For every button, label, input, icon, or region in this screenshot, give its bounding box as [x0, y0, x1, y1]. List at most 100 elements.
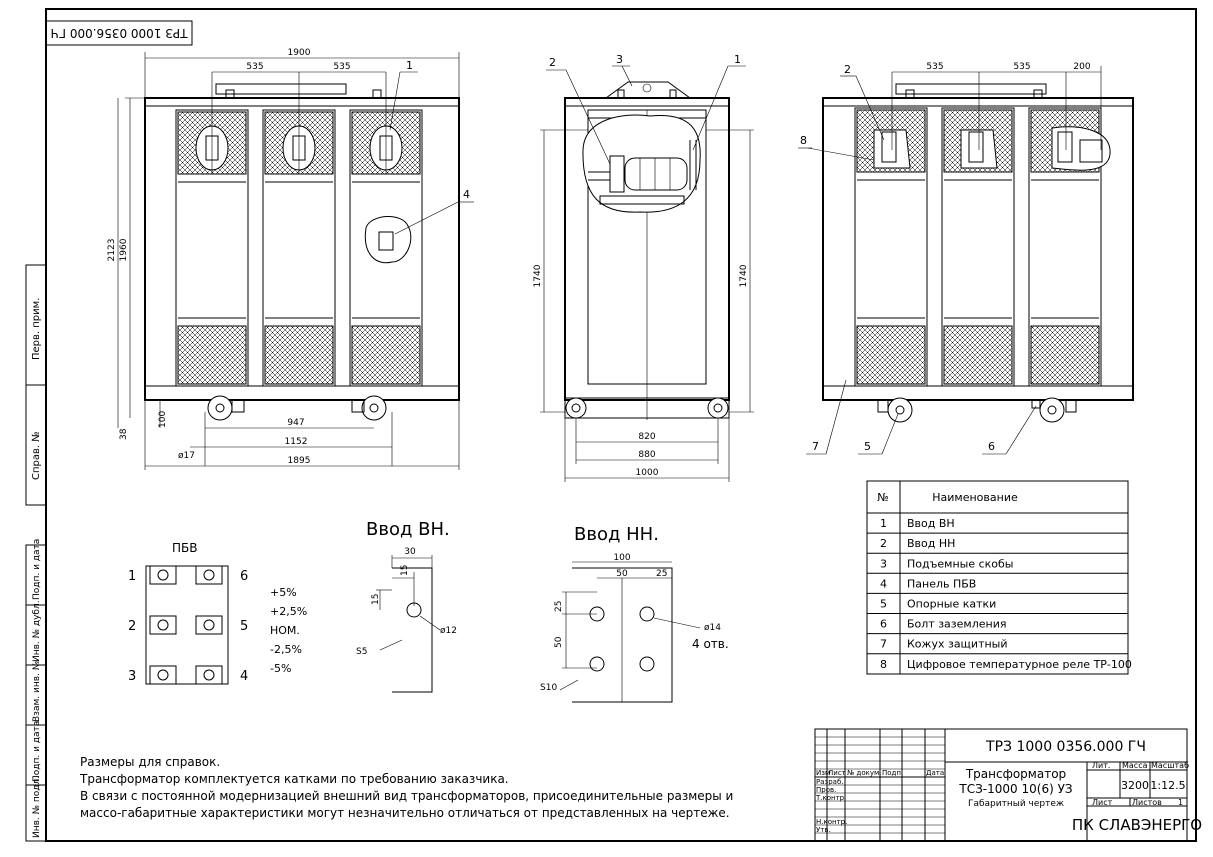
dim-1960: 1960: [119, 238, 129, 261]
callout-front-1: 1: [406, 59, 413, 72]
vvod-vn-dim-15a: 15: [400, 565, 410, 576]
dim-hole-17: ø17: [178, 451, 195, 461]
vvod-nn-dim-25a: 25: [656, 569, 667, 579]
vvod-vn-thickness: S5: [356, 647, 367, 657]
tb-col-date: Дата: [926, 769, 944, 777]
title-block: Изм Лист № докум. Подп. Дата Разраб. Про…: [814, 728, 1202, 842]
pbv-left-1: 1: [128, 569, 136, 584]
tb-mass: 3200: [1121, 779, 1149, 792]
table-row-name: Болт заземления: [907, 618, 1006, 631]
vvod-nn-hole: ø14: [704, 623, 721, 633]
note-line-1: Размеры для справок.: [80, 755, 220, 769]
dim-820: 820: [638, 432, 655, 442]
tb-doc-type: Габаритный чертеж: [968, 799, 1064, 809]
callout-rear-6: 6: [988, 440, 995, 453]
tb-sheets: 1: [1178, 798, 1183, 807]
pbv-tap-3: НОМ.: [270, 624, 300, 637]
side-margin: Перв. прим. Справ. № Подп. и дата Инв. №…: [25, 264, 47, 842]
dim-rear-535b: 535: [1013, 62, 1030, 72]
tb-scale-label: Масштаб: [1151, 761, 1189, 770]
dim-535-right: 535: [333, 62, 350, 72]
tb-role-3: Т.контр.: [815, 794, 846, 802]
pbv-title: ПБВ: [172, 541, 198, 555]
vvod-nn-holes-count: 4 отв.: [692, 637, 729, 651]
vvod-nn-title: Ввод НН.: [574, 524, 659, 545]
callout-rear-5: 5: [864, 440, 871, 453]
dim-100: 100: [158, 411, 168, 428]
pbv-tap-1: +5%: [270, 586, 297, 599]
table-row-number: 3: [880, 557, 887, 570]
pbv-right-6: 6: [240, 569, 248, 584]
tb-col-sign: Подп.: [882, 769, 903, 777]
table-row-number: 8: [880, 658, 887, 671]
callout-side-3: 3: [616, 53, 623, 66]
tb-lit-label: Лит.: [1092, 761, 1110, 770]
dim-rear-200: 200: [1073, 62, 1090, 72]
pbv-tap-2: +2,5%: [270, 605, 307, 618]
tb-col-izm: Изм: [816, 769, 830, 777]
vvod-vn-hole: ø12: [440, 626, 457, 636]
side-view: 1740 1740 820 880 1000 2 3 1: [533, 53, 754, 482]
table-row-name: Ввод ВН: [907, 517, 955, 530]
tb-role-5: Утв.: [816, 826, 831, 834]
vvod-vn-detail: Ввод ВН. 30 15 15 ø12 S5: [356, 519, 457, 693]
table-row-number: 2: [880, 537, 887, 550]
pbv-left-3: 3: [128, 669, 136, 684]
tb-designation: ТРЗ 1000 0356.000 ГЧ: [985, 739, 1146, 755]
dim-2123: 2123: [107, 239, 117, 262]
note-line-4: массо-габаритные характеристики могут не…: [80, 806, 730, 820]
margin-label-2: Справ. №: [31, 431, 42, 480]
margin-label-7: Инв. № подл.: [32, 776, 42, 838]
tb-sheet-label: Лист: [1092, 798, 1113, 807]
tb-role-1: Разраб.: [816, 778, 844, 786]
table-row-number: 4: [880, 577, 887, 590]
margin-label-1: Перв. прим.: [31, 298, 42, 360]
code-stamp-text: ТРЗ 1000 0356.000 ГЧ: [50, 26, 188, 40]
note-line-3: В связи с постоянной модернизацией внешн…: [80, 789, 733, 803]
table-row-number: 6: [880, 618, 887, 631]
vvod-nn-dim-50: 50: [616, 569, 628, 579]
margin-label-4: Инв. № дубл.: [32, 600, 42, 662]
dim-rear-535a: 535: [926, 62, 943, 72]
code-stamp: ТРЗ 1000 0356.000 ГЧ: [45, 20, 193, 46]
table-row-number: 1: [880, 517, 887, 530]
tb-role-4: Н.контр.: [816, 818, 847, 826]
table-row-name: Ввод НН: [907, 537, 955, 550]
dim-38: 38: [119, 428, 129, 440]
table-header-num: №: [877, 491, 888, 504]
pbv-detail: ПБВ 1 2 3 6 5 4 +5% +2,5% НОМ. -2,5% -5%: [128, 541, 307, 685]
pbv-right-5: 5: [240, 619, 248, 634]
pbv-right-4: 4: [240, 669, 248, 684]
margin-label-3: Подп. и дата: [32, 539, 42, 600]
note-line-2: Трансформатор комплектуется катками по т…: [79, 772, 509, 786]
dim-1152: 1152: [285, 437, 308, 447]
dim-1740-left: 1740: [533, 264, 543, 287]
table-row-name: Опорные катки: [907, 598, 996, 611]
tb-scale: 1:12.5: [1150, 779, 1185, 792]
callout-front-4: 4: [463, 188, 470, 201]
tb-role-2: Пров.: [816, 786, 836, 794]
tb-product: Трансформатор: [965, 767, 1066, 781]
pbv-tap-4: -2,5%: [270, 643, 302, 656]
vvod-nn-dim-100: 100: [613, 553, 630, 563]
table-row-name: Цифровое температурное реле ТР-100: [907, 658, 1132, 671]
callout-side-1: 1: [734, 53, 741, 66]
dim-880: 880: [638, 450, 655, 460]
pbv-tap-5: -5%: [270, 662, 291, 675]
vvod-vn-dim-30: 30: [404, 547, 416, 557]
margin-label-6: Подп. и дата: [32, 721, 42, 782]
table-row-name: Кожух защитный: [907, 638, 1008, 651]
tb-col-doc: № докум.: [847, 769, 882, 777]
dim-1000: 1000: [636, 468, 659, 478]
callout-side-2: 2: [549, 56, 556, 69]
tb-company: ПК СЛАВЭНЕРГО: [1072, 816, 1202, 834]
notes: Размеры для справок. Трансформатор компл…: [79, 755, 733, 820]
vvod-nn-dim-25b: 25: [554, 601, 564, 612]
vvod-nn-thickness: S10: [540, 683, 557, 693]
callout-rear-2: 2: [844, 63, 851, 76]
dim-535-left: 535: [246, 62, 263, 72]
table-header-name: Наименование: [932, 491, 1018, 504]
vvod-nn-detail: Ввод НН. 100 50 25 25 50 ø14 4 отв. S10: [540, 524, 729, 703]
